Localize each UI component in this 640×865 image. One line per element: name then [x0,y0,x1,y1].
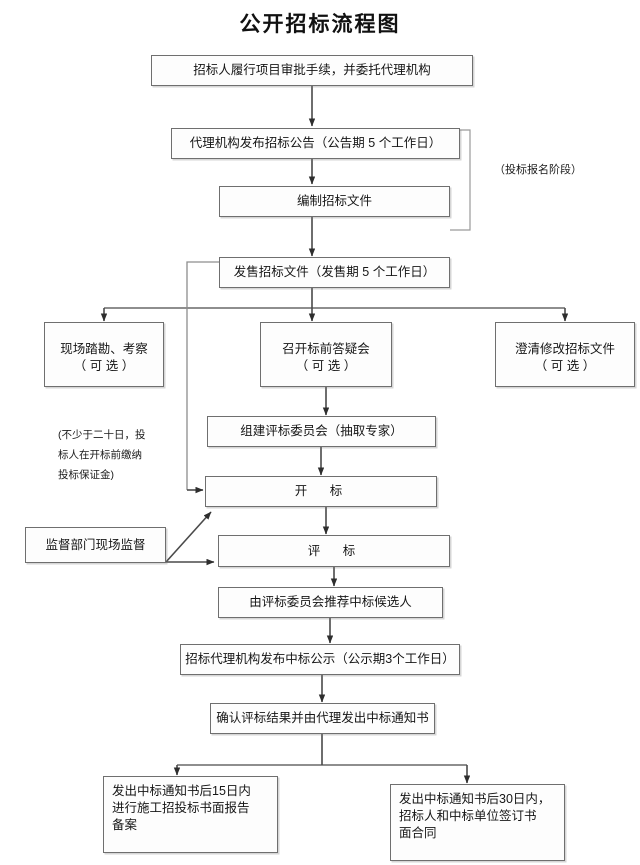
flow-node-label-line2: （ 可 选 ） [295,358,357,373]
flow-node-prepare-tender-documents: 编制招标文件 [219,186,450,217]
annotation-text-line2: 标人在开标前缴纳 [58,449,142,461]
flow-node-pre-bid-qa-meeting: 召开标前答疑会 （ 可 选 ） [260,322,392,387]
flow-node-label-line3: 面合同 [399,826,437,840]
flow-node-label: 确认评标结果并由代理发出中标通知书 [216,711,429,725]
flow-node-confirm-issue-award-notice: 确认评标结果并由代理发出中标通知书 [210,703,435,734]
annotation-text-line1: (不少于二十日，投 [58,429,146,441]
flow-node-recommend-candidates: 由评标委员会推荐中标候选人 [218,587,443,618]
flow-node-label-line3: 备案 [112,818,138,832]
flow-node-label-line1: 召开标前答疑会 [282,341,370,356]
annotation-text: （投标报名阶段） [494,164,582,176]
flow-node-label: 组建评标委员会（抽取专家） [240,424,403,438]
flow-node-label: 招标人履行项目审批手续，并委托代理机构 [193,63,431,77]
flow-node-publicize-winning-bid: 招标代理机构发布中标公示（公示期3个工作日） [180,644,460,675]
flow-node-label: 监督部门现场监督 [45,537,146,552]
flow-node-sell-tender-documents: 发售招标文件（发售期 5 个工作日） [219,257,450,288]
flow-node-apply-approval: 招标人履行项目审批手续，并委托代理机构 [151,55,473,86]
flow-node-label: 由评标委员会推荐中标候选人 [249,595,412,609]
page-title: 公开招标流程图 [239,13,401,36]
flow-node-label-line2: （ 可 选 ） [73,358,135,373]
annotation-bid-registration-stage: （投标报名阶段） [494,142,582,180]
flow-node-supervision-department: 监督部门现场监督 [25,527,166,563]
flow-node-label: 评 标 [307,543,361,558]
flow-node-label: 代理机构发布招标公告（公告期 5 个工作日） [189,136,442,150]
flow-node-file-report-15-days: 发出中标通知书后15日内 进行施工招投标书面报告 备案 [103,776,278,853]
flow-node-bid-opening: 开 标 [205,476,437,507]
flow-node-label: 招标代理机构发布中标公示（公示期3个工作日） [185,652,455,666]
flow-node-label-line1: 发出中标通知书后30日内， [399,792,551,806]
flow-node-site-survey: 现场踏勘、考察 （ 可 选 ） [44,322,164,387]
annotation-deposit-note: (不少于二十日，投 标人在开标前缴纳 投标保证金) [58,405,188,485]
flow-node-sign-contract-30-days: 发出中标通知书后30日内， 招标人和中标单位签订书 面合同 [390,784,565,861]
flow-node-label: 开 标 [294,484,348,498]
flow-node-publish-tender-notice: 代理机构发布招标公告（公告期 5 个工作日） [171,128,460,159]
flow-node-label-line1: 澄清修改招标文件 [514,341,615,356]
flow-node-label: 发售招标文件（发售期 5 个工作日） [233,265,436,279]
flow-node-label-line2: 进行施工招投标书面报告 [112,801,250,815]
flow-node-clarify-amend-documents: 澄清修改招标文件 （ 可 选 ） [495,322,635,387]
flow-node-label: 编制招标文件 [296,194,372,208]
flow-node-label-line2: （ 可 选 ） [534,358,596,373]
flow-node-bid-evaluation: 评 标 [218,535,450,567]
flow-node-form-evaluation-committee: 组建评标委员会（抽取专家） [207,416,436,447]
flow-node-label-line1: 现场踏勘、考察 [60,341,148,356]
annotation-text-line3: 投标保证金) [58,469,114,481]
flow-node-label-line2: 招标人和中标单位签订书 [399,809,537,823]
flow-node-label-line1: 发出中标通知书后15日内 [112,784,251,798]
